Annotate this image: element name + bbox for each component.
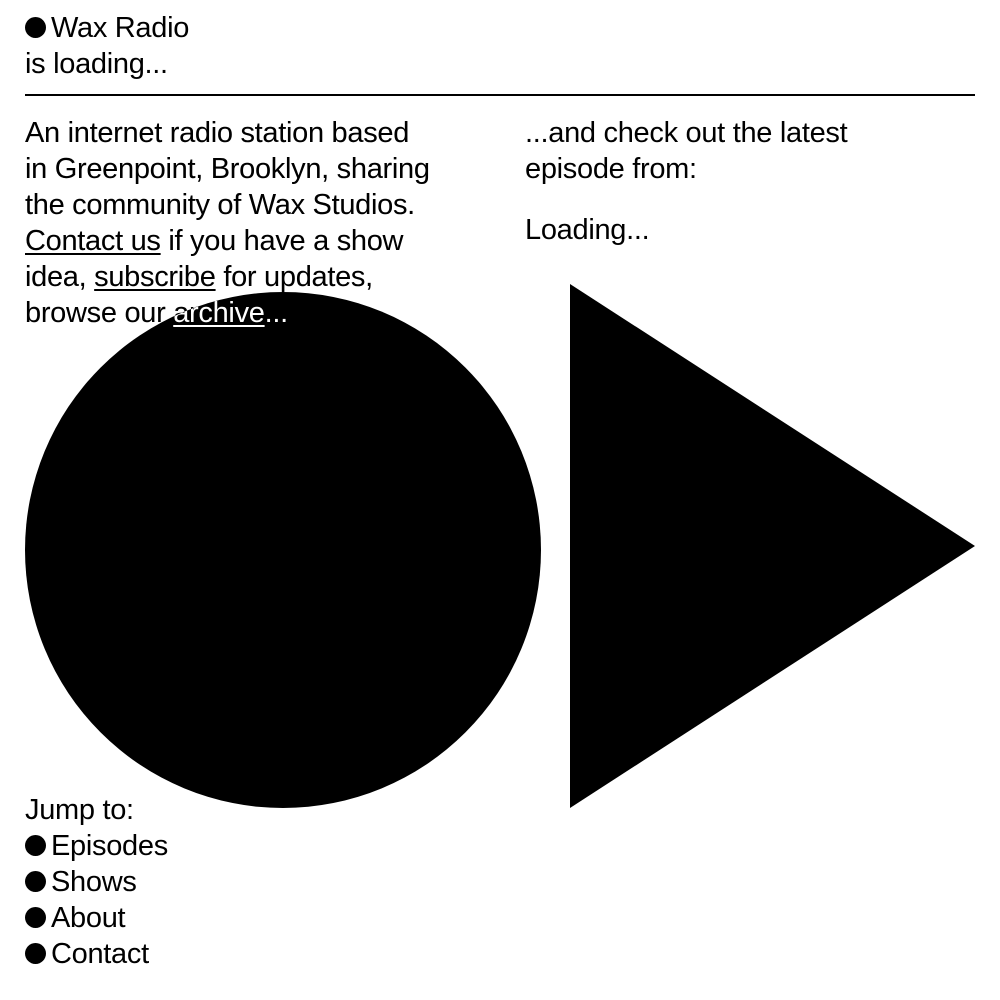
description-line: browse our archive... bbox=[25, 295, 430, 331]
bullet-icon bbox=[25, 835, 46, 856]
description-text: idea, bbox=[25, 261, 95, 293]
nav-item-shows[interactable]: Shows bbox=[25, 864, 168, 900]
description-line: in Greenpoint, Brooklyn, sharing bbox=[25, 153, 430, 185]
bullet-icon bbox=[25, 17, 46, 38]
header-divider bbox=[25, 94, 975, 96]
archive-link[interactable]: archive bbox=[173, 297, 265, 329]
bullet-icon bbox=[25, 943, 46, 964]
nav-item-label: Episodes bbox=[51, 830, 168, 862]
site-title[interactable]: Wax Radio bbox=[51, 12, 190, 44]
description-text: ... bbox=[264, 297, 289, 329]
nav-item-contact[interactable]: Contact bbox=[25, 936, 168, 972]
description-text: if you have a show bbox=[160, 225, 404, 257]
latest-line: ...and check out the latest bbox=[525, 117, 848, 149]
nav-item-episodes[interactable]: Episodes bbox=[25, 828, 168, 864]
nav-item-label: Contact bbox=[51, 938, 149, 970]
description-line: An internet radio station based bbox=[25, 117, 410, 149]
bullet-icon bbox=[25, 907, 46, 928]
nav-item-label: About bbox=[51, 902, 126, 934]
station-description: An internet radio station based in Green… bbox=[25, 115, 430, 331]
jump-to-label: Jump to: bbox=[25, 794, 134, 826]
description-line: Contact us if you have a show bbox=[25, 223, 430, 259]
nav-item-about[interactable]: About bbox=[25, 900, 168, 936]
jump-to-nav: Jump to: Episodes Shows About Contact bbox=[25, 792, 168, 972]
bullet-icon bbox=[25, 871, 46, 892]
latest-episode-loading: Loading... bbox=[525, 214, 650, 246]
contact-us-link[interactable]: Contact us bbox=[25, 225, 161, 257]
record-disc-icon[interactable] bbox=[25, 292, 541, 808]
latest-line: episode from: bbox=[525, 153, 697, 185]
description-text: for updates, bbox=[215, 261, 373, 293]
description-text: browse our bbox=[25, 297, 174, 329]
site-title-row[interactable]: Wax Radio bbox=[25, 10, 189, 46]
nav-item-label: Shows bbox=[51, 866, 137, 898]
latest-episode-intro: ...and check out the latest episode from… bbox=[525, 115, 848, 187]
subscribe-link[interactable]: subscribe bbox=[94, 261, 216, 293]
loading-status: is loading... bbox=[25, 48, 168, 80]
description-line: idea, subscribe for updates, bbox=[25, 259, 430, 295]
description-line: the community of Wax Studios. bbox=[25, 189, 415, 221]
play-triangle-icon bbox=[570, 284, 975, 808]
site-header: Wax Radio is loading... bbox=[25, 10, 189, 82]
play-button[interactable] bbox=[570, 284, 975, 808]
